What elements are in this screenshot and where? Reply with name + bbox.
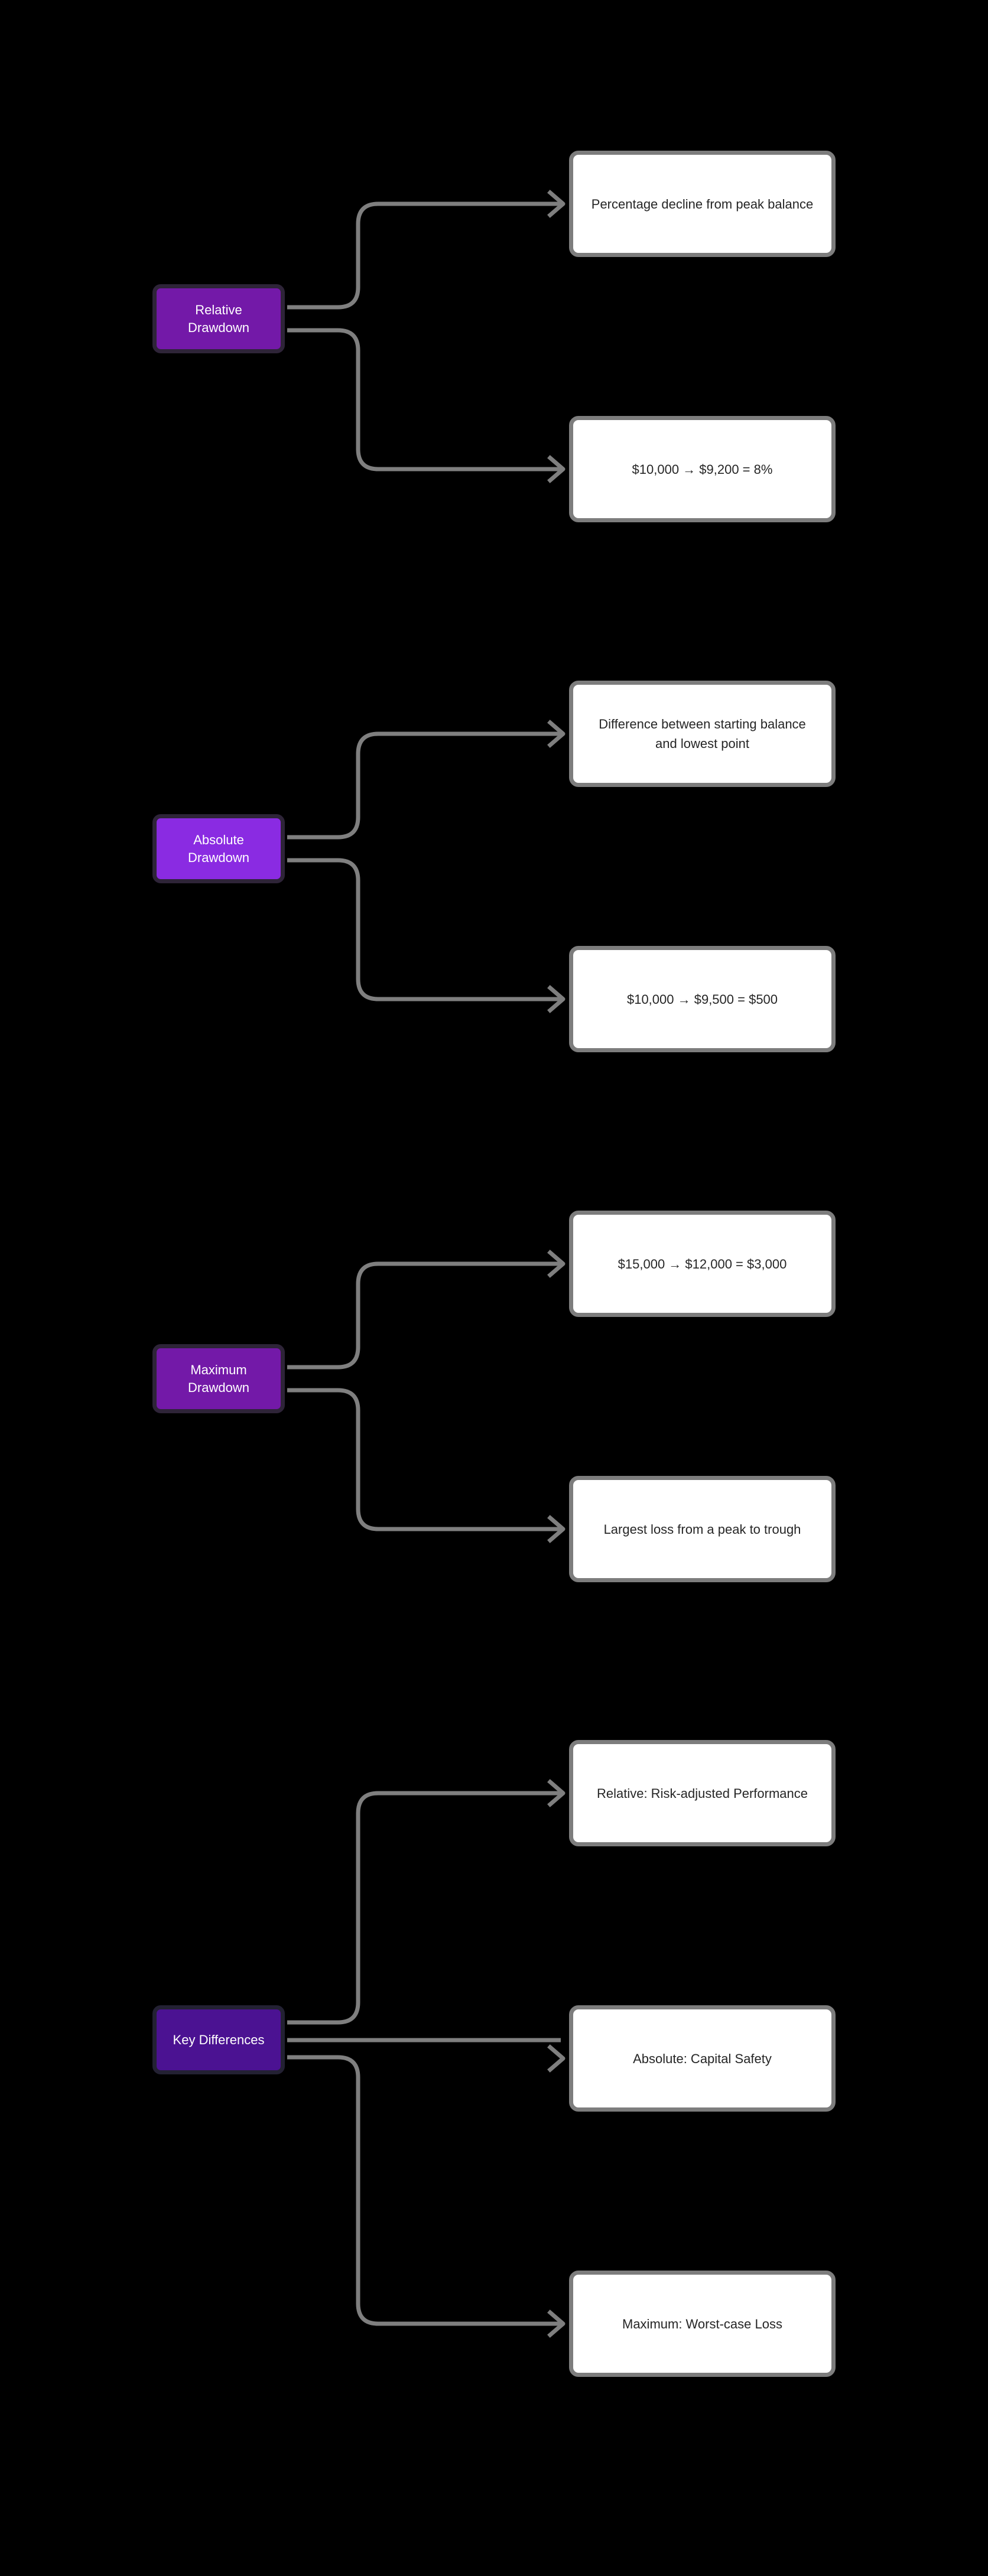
leaf-node-maximum-drawdown-1-label: Largest loss from a peak to trough (603, 1521, 801, 1537)
leaf-node-relative-drawdown-1[interactable]: $10,000 → $9,200 = 8% (569, 416, 836, 522)
edge-maximum-drawdown-1-arrowhead (547, 1515, 566, 1543)
root-node-maximum-drawdown-label: Maximum Drawdown (188, 1362, 249, 1395)
leaf-node-absolute-drawdown-0[interactable]: Difference between starting balance and … (569, 681, 836, 787)
leaf-node-absolute-drawdown-1-label: $10,000 → $9,500 = $500 (626, 991, 778, 1007)
edge-maximum-drawdown-1 (287, 1388, 561, 1531)
edge-key-differences-2 (287, 2055, 561, 2326)
leaf-node-relative-drawdown-1-label: $10,000 → $9,200 = 8% (632, 461, 773, 477)
leaf-node-key-differences-1-label: Absolute: Capital Safety (633, 2051, 772, 2066)
edge-absolute-drawdown-0-arrowhead (547, 720, 566, 748)
edge-relative-drawdown-1 (287, 328, 561, 471)
leaf-node-absolute-drawdown-1[interactable]: $10,000 → $9,500 = $500 (569, 946, 836, 1052)
root-node-relative-drawdown-label: Relative Drawdown (188, 302, 249, 335)
root-node-maximum-drawdown[interactable]: Maximum Drawdown (152, 1344, 285, 1413)
edge-relative-drawdown-0 (287, 201, 561, 310)
edge-key-differences-0-arrowhead (547, 1779, 566, 1807)
root-node-key-differences-label: Key Differences (173, 2032, 265, 2047)
edge-absolute-drawdown-1-arrowhead (547, 985, 566, 1013)
edge-maximum-drawdown-0 (287, 1261, 561, 1370)
leaf-node-maximum-drawdown-1[interactable]: Largest loss from a peak to trough (569, 1476, 836, 1582)
leaf-node-relative-drawdown-0-label: Percentage decline from peak balance (591, 196, 814, 212)
root-node-key-differences[interactable]: Key Differences (152, 2005, 285, 2074)
leaf-node-maximum-drawdown-0[interactable]: $15,000 → $12,000 = $3,000 (569, 1211, 836, 1317)
edge-key-differences-0 (287, 1791, 561, 2025)
leaf-node-absolute-drawdown-0-label: Difference between starting balance and … (599, 717, 806, 751)
root-node-absolute-drawdown[interactable]: Absolute Drawdown (152, 814, 285, 883)
root-node-absolute-drawdown-label: Absolute Drawdown (188, 832, 249, 865)
leaf-node-key-differences-0[interactable]: Relative: Risk-adjusted Performance (569, 1740, 836, 1846)
edge-relative-drawdown-0-arrowhead (547, 190, 566, 218)
leaf-node-key-differences-1[interactable]: Absolute: Capital Safety (569, 2005, 836, 2112)
root-node-relative-drawdown[interactable]: Relative Drawdown (152, 284, 285, 353)
edge-relative-drawdown-1-arrowhead (547, 455, 566, 483)
edge-key-differences-1-arrowhead (547, 2044, 566, 2073)
edge-absolute-drawdown-0 (287, 731, 561, 840)
edge-maximum-drawdown-0-arrowhead (547, 1250, 566, 1278)
leaf-node-key-differences-0-label: Relative: Risk-adjusted Performance (596, 1785, 808, 1801)
edge-key-differences-2-arrowhead (547, 2310, 566, 2338)
leaf-node-key-differences-2-label: Maximum: Worst-case Loss (622, 2316, 782, 2331)
leaf-node-maximum-drawdown-0-label: $15,000 → $12,000 = $3,000 (618, 1256, 787, 1271)
leaf-node-relative-drawdown-0[interactable]: Percentage decline from peak balance (569, 151, 836, 257)
edge-absolute-drawdown-1 (287, 858, 561, 1001)
leaf-node-key-differences-2[interactable]: Maximum: Worst-case Loss (569, 2271, 836, 2377)
